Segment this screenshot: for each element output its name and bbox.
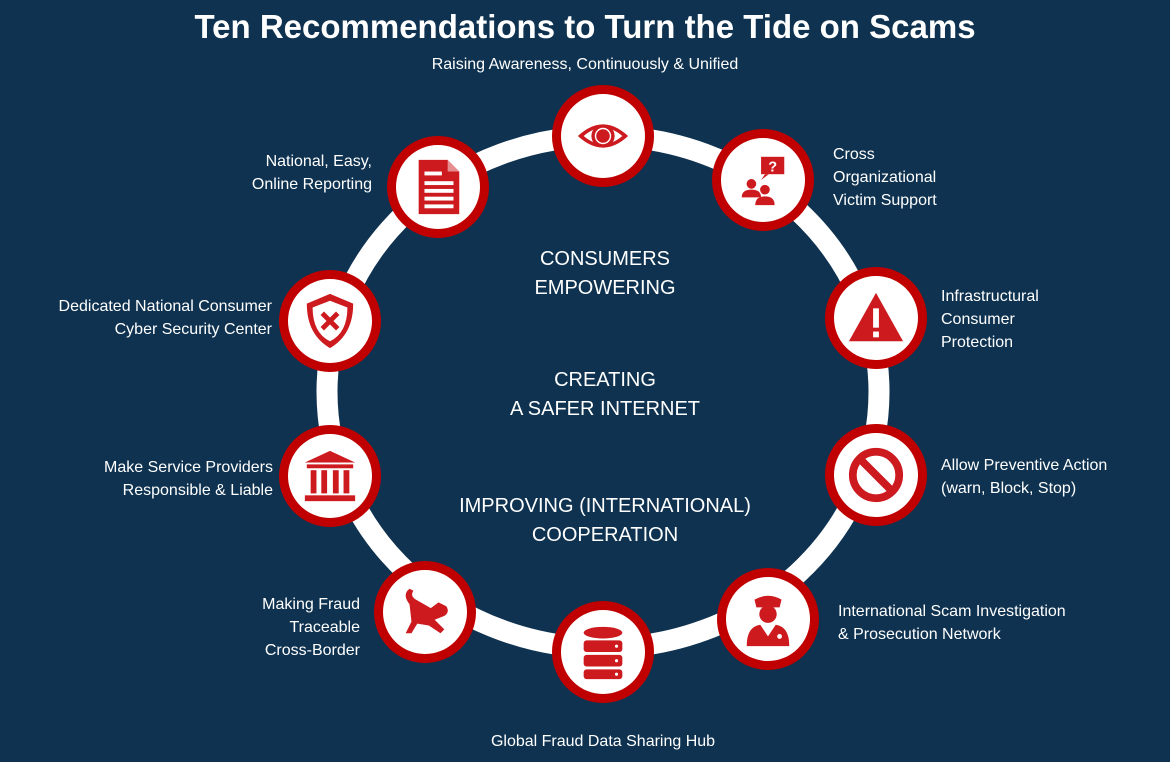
victim-support-icon: ?	[712, 129, 814, 231]
recommendation-label-awareness: Raising Awareness, Continuously & Unifie…	[431, 56, 739, 73]
bank-icon	[279, 425, 381, 527]
page-title: Ten Recommendations to Turn the Tide on …	[194, 8, 976, 45]
theme-line: CONSUMERS	[539, 248, 670, 270]
document-icon	[387, 136, 489, 238]
label-line: Global Fraud Data Sharing Hub	[490, 733, 716, 750]
theme-line: IMPROVING (INTERNATIONAL)	[459, 495, 751, 517]
label-line: Allow Preventive Action	[941, 457, 1108, 474]
theme-cooperation: IMPROVING (INTERNATIONAL) COOPERATION	[400, 492, 810, 550]
label-line: Dedicated National Consumer	[58, 298, 272, 315]
label-line: & Prosecution Network	[838, 626, 1001, 643]
theme-internet: CREATING A SAFER INTERNET	[400, 366, 810, 424]
dog-icon	[374, 561, 476, 663]
recommendation-label-reporting: National, Easy, Online Reporting	[252, 150, 372, 196]
label-line: (warn, Block, Stop)	[941, 480, 1077, 497]
label-line: Responsible & Liable	[122, 482, 273, 499]
stop-icon	[825, 424, 927, 526]
label-line: National, Easy,	[265, 153, 372, 170]
label-line: Victim Support	[833, 192, 937, 209]
shield-icon	[279, 270, 381, 372]
police-icon	[717, 568, 819, 670]
label-line: Make Service Providers	[104, 459, 273, 476]
label-line: Cross	[833, 146, 875, 163]
theme-line: CREATING	[554, 369, 656, 391]
theme-line: COOPERATION	[531, 524, 679, 546]
theme-line: EMPOWERING	[534, 277, 676, 299]
theme-line: A SAFER INTERNET	[509, 398, 701, 420]
label-line: Cross-Border	[264, 642, 360, 659]
database-icon	[552, 601, 654, 703]
label-line: Organizational	[833, 169, 937, 186]
label-line: Consumer	[941, 311, 1015, 328]
label-line: Online Reporting	[251, 176, 372, 193]
label-line: Making Fraud	[262, 596, 360, 613]
theme-consumers: CONSUMERS EMPOWERING	[400, 245, 810, 303]
recommendation-label-data-hub: Global Fraud Data Sharing Hub	[403, 730, 803, 753]
recommendation-label-preventive-action: Allow Preventive Action (warn, Block, Sto…	[941, 454, 1107, 500]
label-line: Infrastructural	[941, 288, 1039, 305]
label-line: Traceable	[289, 619, 360, 636]
warning-icon	[825, 267, 927, 369]
eye-icon	[552, 85, 654, 187]
svg-text:?: ?	[768, 159, 777, 175]
label-line: Protection	[941, 334, 1014, 351]
recommendation-label-investigation: International Scam Investigation & Prosec…	[838, 600, 1066, 646]
label-line: Cyber Security Center	[114, 321, 272, 338]
label-line: International Scam Investigation	[838, 603, 1066, 620]
